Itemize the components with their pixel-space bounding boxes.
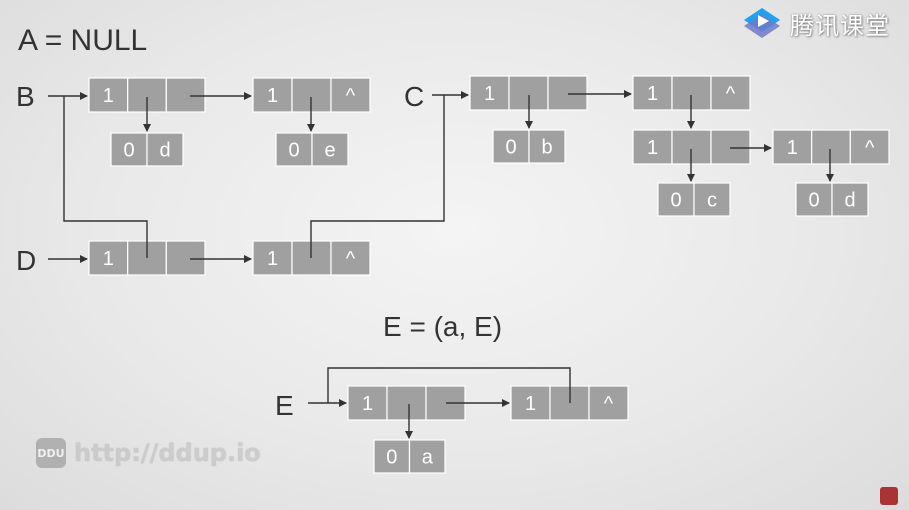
- node-cell-value: 1: [787, 137, 798, 159]
- watermark-url: http://ddup.io: [74, 439, 261, 467]
- watermark: DDU http://ddup.io: [36, 438, 261, 468]
- node-cell-value: ^: [346, 85, 356, 107]
- node-cell: [693, 182, 731, 217]
- node-cell-value: 0: [808, 190, 819, 212]
- label-a-null: A = NULL: [18, 24, 147, 57]
- watermark-badge: DDU: [36, 438, 66, 468]
- node-cell: [146, 132, 184, 167]
- node-cell-value: ^: [865, 137, 875, 159]
- node-cell-value: 1: [362, 393, 373, 415]
- brand-name: 腾讯课堂: [790, 11, 890, 40]
- node-cell-value: e: [324, 140, 335, 162]
- brand-logo: 腾讯课堂: [740, 6, 890, 40]
- node-cell: [88, 77, 129, 113]
- node-cell-value: 0: [123, 140, 134, 162]
- label-b: B: [16, 81, 35, 112]
- node-cell: [408, 439, 446, 474]
- node-cell-value: 1: [267, 85, 278, 107]
- node-b1: 1: [88, 77, 206, 113]
- node-cell-value: 1: [267, 248, 278, 270]
- node-cell: [710, 75, 751, 111]
- node-cell: [710, 129, 751, 165]
- label-c: C: [404, 81, 424, 112]
- arrow-e2-to-e-loop: [327, 367, 571, 403]
- node-cell-value: 1: [647, 83, 658, 105]
- node-c4: 1^: [772, 129, 890, 165]
- node-c1: 1: [469, 75, 588, 111]
- node-cell-value: a: [422, 447, 434, 469]
- node-cell-value: 0: [288, 140, 299, 162]
- node-cell: [492, 129, 530, 164]
- node-cell: [528, 129, 566, 164]
- node-cell-value: c: [707, 190, 717, 212]
- play-diamond-icon: [744, 8, 780, 38]
- node-cell: [831, 182, 869, 217]
- node-cell: [811, 129, 851, 165]
- node-cell-value: 1: [103, 248, 114, 270]
- label-e: E: [275, 390, 294, 421]
- node-cell: [330, 77, 371, 113]
- node-c3: 1: [632, 129, 751, 165]
- node-cell: [795, 182, 833, 217]
- node-cell-value: b: [541, 137, 552, 159]
- node-cell-value: 0: [670, 190, 681, 212]
- node-cell: [547, 75, 588, 111]
- node-cell: [252, 77, 293, 113]
- label-d: D: [16, 245, 36, 276]
- node-cell: [347, 385, 388, 421]
- node-cell: [330, 240, 371, 276]
- node-cell: [165, 240, 206, 276]
- node-cell-value: 1: [647, 137, 658, 159]
- corner-chip-icon: [880, 487, 898, 505]
- node-e1: 1: [347, 385, 466, 421]
- node-cell: [588, 385, 629, 421]
- node-cell: [373, 439, 411, 474]
- node-cell-value: ^: [604, 393, 614, 415]
- node-cell: [252, 240, 293, 276]
- node-cell: [88, 240, 129, 276]
- node-cell: [275, 132, 313, 167]
- node-cell: [657, 182, 695, 217]
- arrow-d1-to-b-list: [63, 96, 148, 258]
- node-cell-value: 0: [505, 137, 516, 159]
- node-cell: [849, 129, 890, 165]
- node-cell: [772, 129, 813, 165]
- node-cell-value: 0: [386, 447, 397, 469]
- node-cell: [469, 75, 510, 111]
- node-cell: [165, 77, 206, 113]
- node-b2: 1^: [252, 77, 371, 113]
- node-cell-value: ^: [346, 248, 356, 270]
- arrow-d2-to-c-list: [310, 95, 445, 258]
- node-cell-value: d: [159, 140, 170, 162]
- node-cell-value: ^: [726, 83, 736, 105]
- label-e-definition: E = (a, E): [383, 311, 502, 342]
- node-cell-value: d: [844, 190, 855, 212]
- node-cell: [386, 385, 427, 421]
- node-cell-value: 1: [525, 393, 536, 415]
- node-cell-value: 1: [103, 85, 114, 107]
- connectors: [48, 90, 834, 439]
- node-cell: [311, 132, 349, 167]
- node-d1: 1: [88, 240, 206, 276]
- node-cell-value: 1: [484, 83, 495, 105]
